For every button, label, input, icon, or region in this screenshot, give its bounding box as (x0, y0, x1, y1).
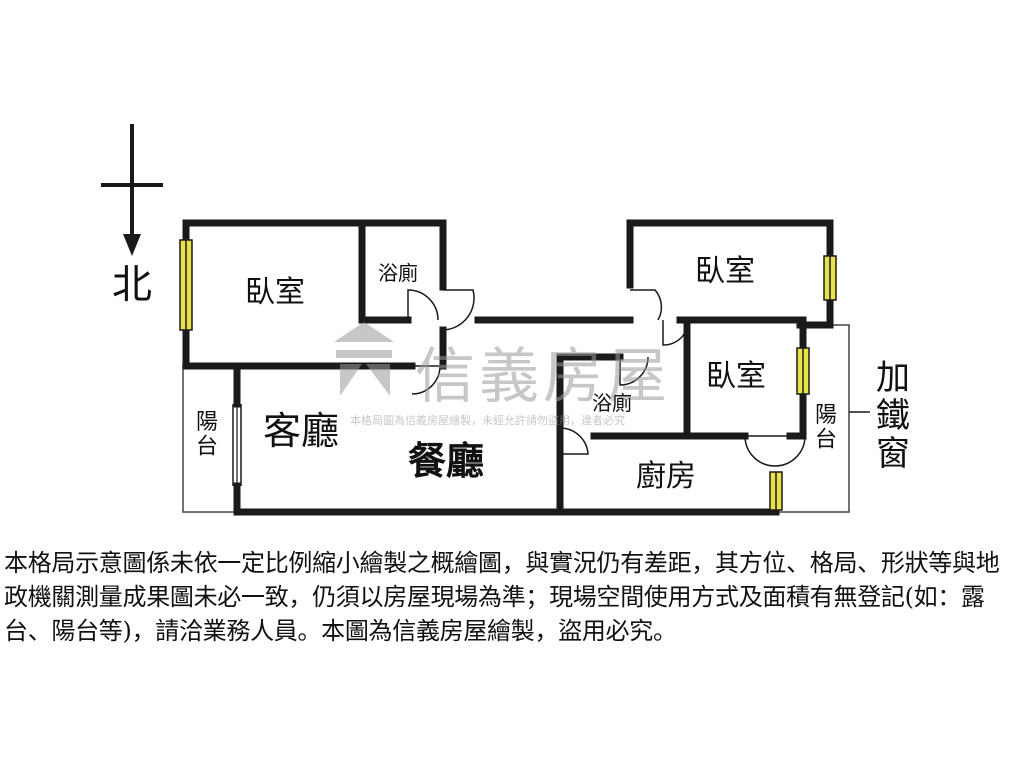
walls (182, 219, 834, 516)
disclaimer-text: 本格局示意圖係未依一定比例縮小繪製之概繪圖，與實況仍有差距，其方位、格局、形狀等… (4, 549, 1000, 645)
north-label: 北 (112, 262, 152, 308)
doors (232, 289, 806, 486)
north-compass: 北 (101, 124, 163, 308)
floor-plan: 北 (101, 124, 910, 516)
room-label-bedroom-east: 臥室 (706, 359, 766, 394)
room-label-balcony-east: 陽台 (815, 403, 837, 453)
room-label-bathroom-north: 浴廁 (378, 261, 418, 285)
watermark: 信義房屋 本格局圖為信義房屋繪製，未經允許請勿盜用，違者必究 (334, 322, 671, 427)
callout-iron-window-label: 加鐵窗 (876, 358, 910, 474)
room-label-living-room: 客廳 (263, 409, 339, 453)
room-label-balcony-west: 陽台 (196, 410, 218, 460)
watermark-notice: 本格局圖為信義房屋繪製，未經允許請勿盜用，違者必究 (350, 413, 625, 427)
room-label-bedroom-northeast: 臥室 (695, 254, 755, 289)
room-label-dining-room: 餐廳 (408, 438, 484, 483)
room-label-kitchen: 廚房 (636, 459, 696, 494)
watermark-brand: 信義房屋 (415, 342, 671, 412)
windows (179, 239, 837, 511)
room-label-bathroom-center: 浴廁 (592, 391, 632, 415)
room-label-bedroom-west: 臥室 (245, 275, 305, 310)
